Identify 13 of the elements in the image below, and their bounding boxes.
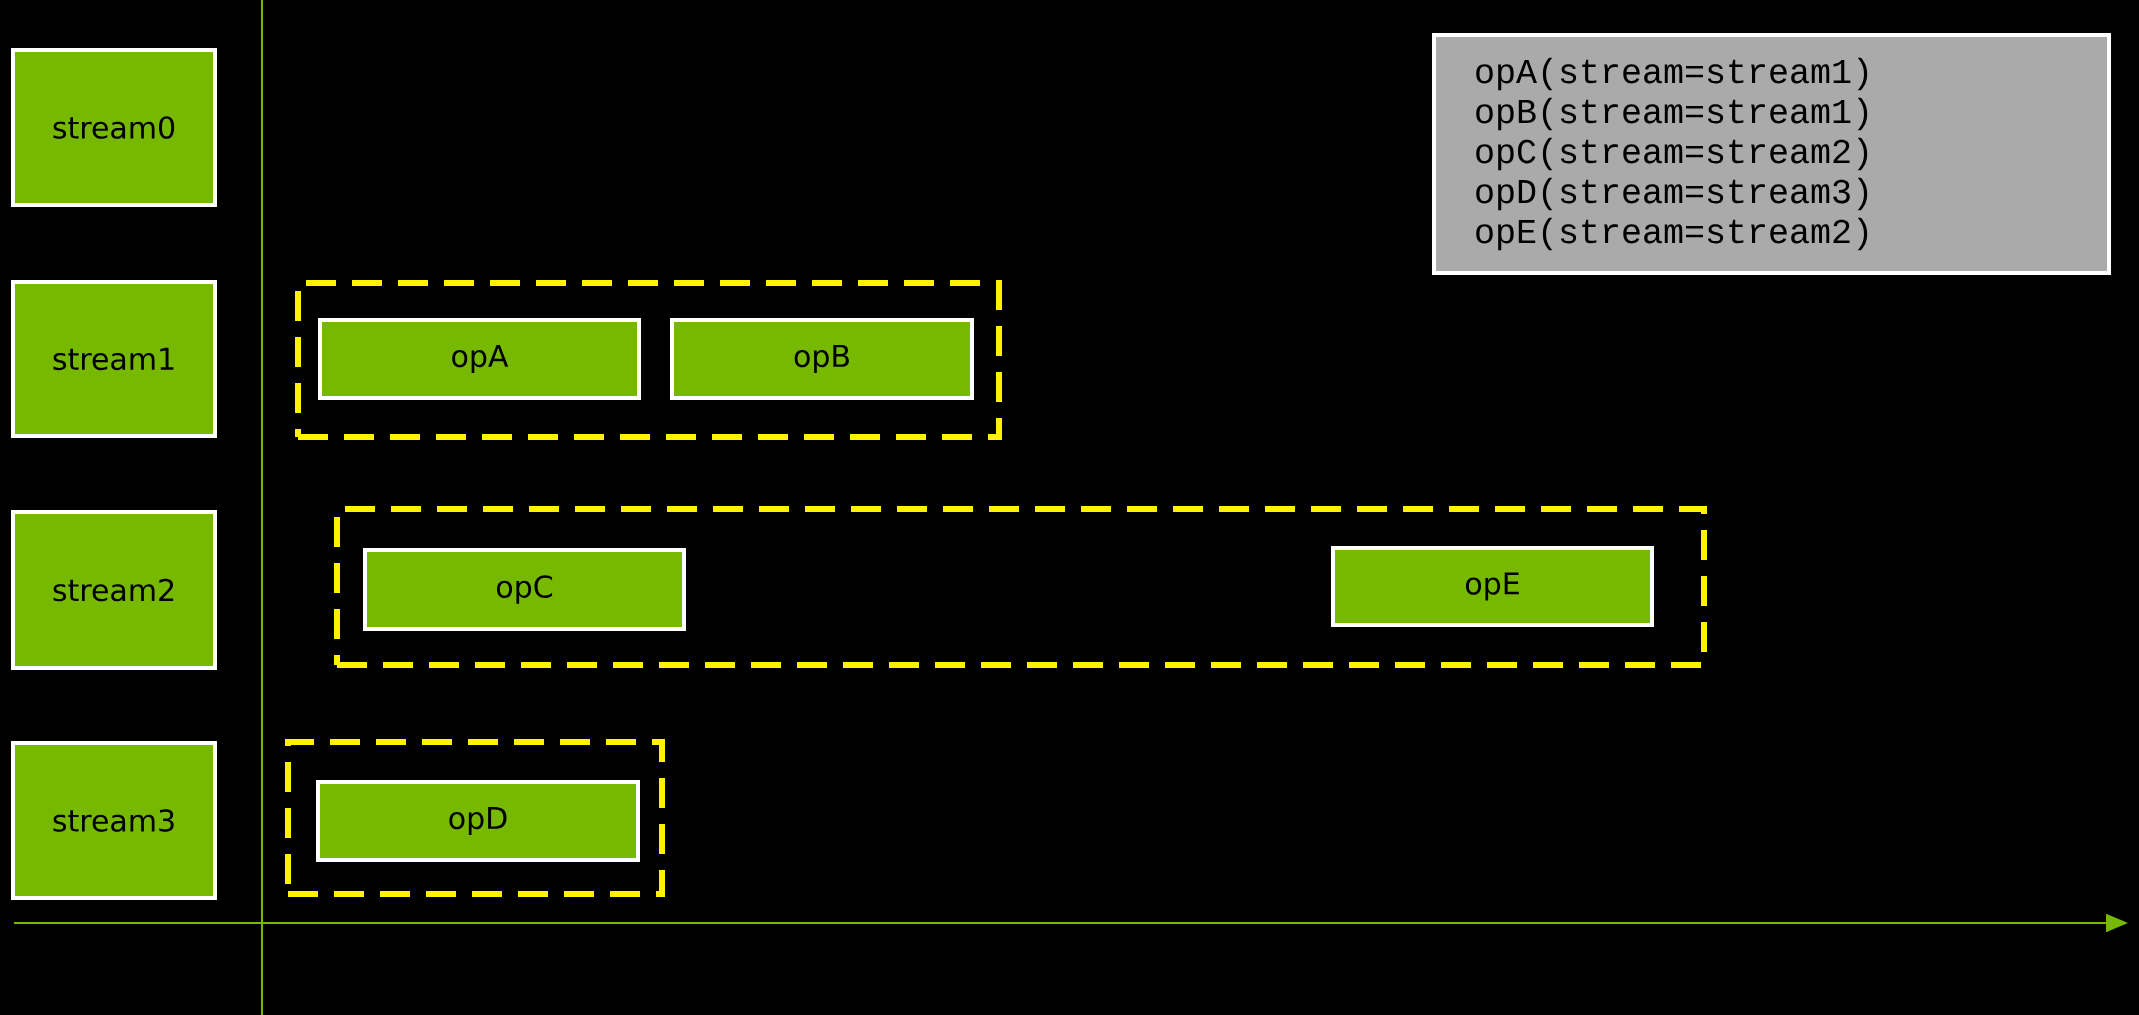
code-box: opA(stream=stream1) opB(stream=stream1) opC(stream=stream2) opD(stream=stream3) opE(stream=stream2) bbox=[1432, 33, 2111, 275]
operation-box: opD bbox=[316, 780, 640, 862]
dashed-box bbox=[285, 739, 665, 897]
dashed-box bbox=[334, 506, 1707, 668]
operation-box: opE bbox=[1331, 546, 1654, 627]
stream-box: stream0 bbox=[11, 48, 217, 207]
operation-box: opC bbox=[363, 548, 686, 631]
operation-box: opB bbox=[670, 318, 974, 400]
dashed-box bbox=[295, 280, 1002, 440]
stream-box: stream2 bbox=[11, 510, 217, 670]
stream-box: stream1 bbox=[11, 280, 217, 438]
operation-box: opA bbox=[318, 318, 641, 400]
stream-box: stream3 bbox=[11, 741, 217, 900]
